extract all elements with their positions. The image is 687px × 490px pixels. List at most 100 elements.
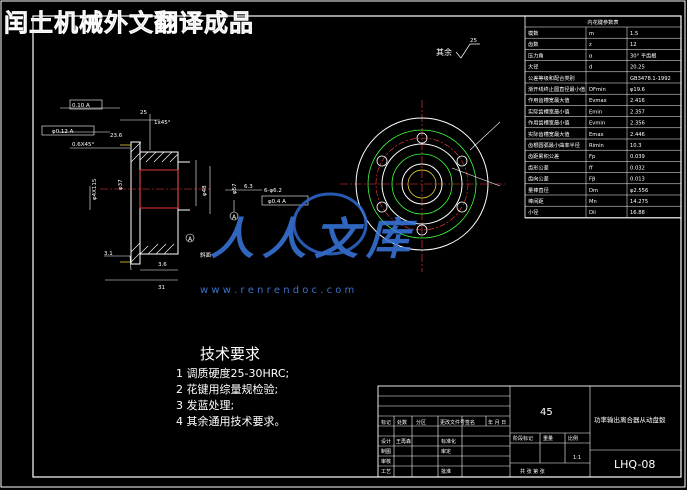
svg-text:更改文件号: 更改文件号	[440, 419, 465, 426]
table-cell: 齿数	[528, 40, 539, 48]
table-cell: DFmin	[589, 87, 606, 93]
dimension-texts: 0.6X45° 23.6 25 1x45° φ4X115 φ37 φ48 φ57…	[72, 110, 282, 291]
svg-text:φ48: φ48	[202, 185, 208, 196]
tolerance-frame-position: φ0.12 A	[41, 125, 95, 136]
svg-text:φ0.4 A: φ0.4 A	[268, 199, 286, 205]
table-cell: 0.039	[630, 154, 645, 160]
svg-text:比例: 比例	[568, 435, 578, 442]
table-cell: 小径	[528, 208, 538, 216]
part-front-view	[340, 100, 505, 272]
tolerance-frame-holes: φ0.4 A	[261, 195, 309, 206]
table-cell: 10.3	[630, 143, 642, 149]
svg-text:年 月 日: 年 月 日	[488, 419, 506, 426]
title-block-text: 标记 处数 分区 更改文件号 签名 年 月 日 设计 王再森 标准化 制图 审核…	[381, 419, 581, 475]
svg-text:A: A	[232, 214, 237, 221]
svg-text:制图: 制图	[381, 448, 391, 455]
svg-text:6-φ6.2: 6-φ6.2	[264, 188, 282, 194]
table-cell: Fp	[589, 154, 596, 160]
table-cell: 量棒直径	[528, 186, 549, 194]
table-cell: φ2.556	[630, 188, 648, 194]
svg-text:审核: 审核	[381, 458, 391, 465]
table-cell: 12	[630, 42, 637, 48]
svg-text:王再森: 王再森	[396, 438, 411, 445]
logo-url: w w w . r e n r e n d o c . c o m	[200, 285, 354, 296]
svg-text:6.3: 6.3	[244, 184, 253, 190]
header-watermark: 闰土机械外文翻译成品	[4, 9, 254, 37]
tech-req-item: 4 其余通用技术要求。	[176, 414, 286, 428]
title-block	[377, 385, 682, 478]
table-cell: Evmin	[589, 121, 605, 127]
table-cell: 大径	[528, 63, 538, 71]
svg-text:23.6: 23.6	[110, 133, 123, 139]
tolerance-frame-runout: 0.10 A	[69, 99, 103, 110]
table-cell: 30° 平齿根	[630, 51, 656, 59]
table-cell: φ19.6	[630, 87, 645, 93]
table-cell: 模数	[528, 29, 539, 37]
table-cell: m	[589, 31, 594, 37]
inner-border	[32, 15, 682, 478]
spline-table-title: 内花键参数表	[587, 18, 619, 26]
tech-req-item: 1 调质硬度25-30HRC;	[176, 366, 289, 380]
table-cell: 作用齿槽宽最小值	[528, 119, 570, 127]
svg-text:标准化: 标准化	[441, 438, 456, 445]
svg-text:φ37: φ37	[118, 179, 124, 190]
svg-text:φ57: φ57	[232, 183, 238, 194]
table-cell: Emin	[589, 109, 602, 115]
svg-text:斜面: 斜面	[200, 251, 212, 259]
svg-text:0.10 A: 0.10 A	[72, 103, 90, 109]
table-cell: 20.25	[630, 65, 645, 71]
table-cell: 1.5	[630, 31, 638, 37]
svg-text:共 张 第 张: 共 张 第 张	[520, 468, 545, 475]
part-name: 功率输出离合器从动盘毂	[594, 415, 666, 424]
svg-text:其余: 其余	[436, 47, 452, 57]
table-cell: Dii	[589, 210, 596, 216]
table-cell: 作用齿槽宽最大值	[528, 96, 570, 104]
table-cell: 2.446	[630, 132, 645, 138]
drawing-number: LHQ-08	[614, 458, 655, 471]
table-cell: ff	[589, 165, 593, 171]
svg-text:标记: 标记	[381, 419, 391, 426]
table-cell: Fβ	[589, 177, 595, 183]
svg-text:31: 31	[158, 285, 165, 291]
table-cell: 公差等级和配合类别	[528, 74, 575, 82]
table-cell: Rimin	[589, 143, 604, 149]
logo-text: 人人文库	[210, 214, 418, 265]
svg-text:φ4X115: φ4X115	[92, 178, 98, 200]
table-cell: 2.416	[630, 98, 645, 104]
svg-text:批准: 批准	[441, 468, 451, 475]
table-cell: 齿形公差	[528, 163, 549, 171]
table-cell: 14.275	[630, 199, 648, 205]
svg-text:工艺: 工艺	[381, 469, 391, 475]
svg-text:阶段标记: 阶段标记	[513, 435, 533, 442]
table-cell: 渐开线终止圆直径最小值	[528, 85, 585, 93]
table-cell: d	[589, 65, 592, 71]
table-cell: Emax	[589, 132, 604, 138]
renrendoc-logo: 人人文库 w w w . r e n r e n d o c . c o m	[200, 192, 418, 296]
table-cell: 棒间距	[528, 197, 544, 205]
table-cell: 齿根圆弧最小曲率半径	[528, 141, 580, 149]
table-cell: 实际齿槽宽最小值	[528, 107, 570, 115]
table-cell: GB3478.1-1992	[630, 76, 671, 82]
table-cell: α	[589, 53, 593, 59]
svg-text:3.1: 3.1	[104, 251, 113, 257]
table-cell: Evmax	[589, 98, 607, 104]
table-cell: 2.357	[630, 109, 645, 115]
table-cell: Dm	[589, 188, 598, 194]
table-cell: 0.013	[630, 177, 645, 183]
svg-text:25: 25	[470, 38, 477, 44]
svg-text:设计: 设计	[381, 438, 391, 445]
table-cell: 16.88	[630, 210, 645, 216]
svg-text:重量: 重量	[543, 435, 553, 442]
table-cell: 压力角	[528, 51, 544, 59]
tech-req-title: 技术要求	[200, 345, 260, 363]
table-cell: 0.032	[630, 165, 645, 171]
tech-req-item: 2 花键用综量规检验;	[176, 382, 278, 396]
surface-finish-note: 其余 25	[436, 38, 480, 59]
svg-text:1x45°: 1x45°	[154, 120, 171, 126]
table-cell: 2.356	[630, 121, 645, 127]
svg-text:处数: 处数	[397, 419, 407, 426]
table-cell: 齿向公差	[528, 175, 549, 183]
svg-text:0.6X45°: 0.6X45°	[72, 142, 95, 148]
